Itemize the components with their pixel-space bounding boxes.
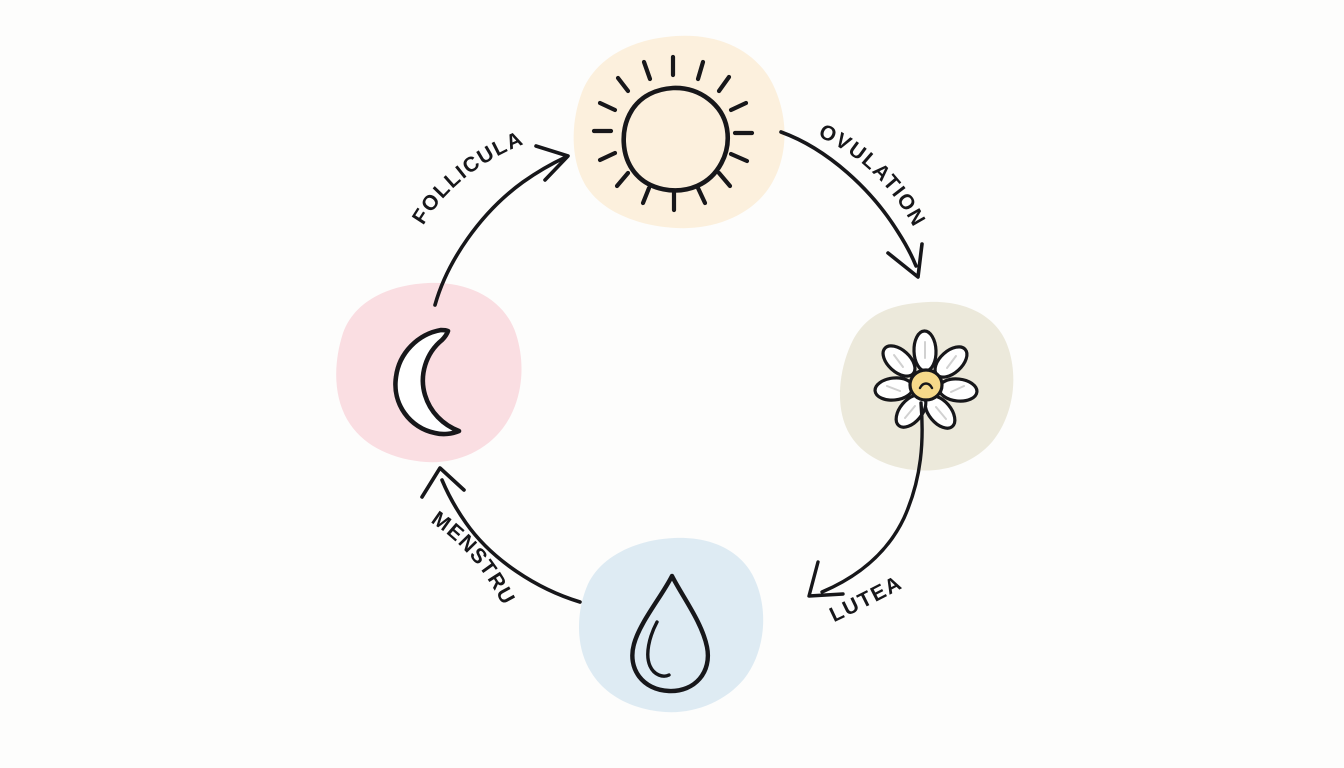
arc-label-ovulation-text: OVULATION bbox=[815, 120, 928, 231]
luteal-blob[interactable] bbox=[578, 537, 764, 713]
arrow-menstrual bbox=[420, 466, 582, 604]
arc-label-ovulation: OVULATION bbox=[815, 120, 930, 231]
svg-text:OVULATION: OVULATION bbox=[815, 120, 930, 231]
svg-text:FOLLICULAR: FOLLICULAR bbox=[0, 0, 527, 228]
arc-label-follicular-text: FOLLICULAR bbox=[0, 0, 526, 228]
arrow-ovulation bbox=[779, 130, 924, 279]
droplet-icon bbox=[630, 573, 711, 694]
moon-icon bbox=[393, 327, 462, 437]
flower-icon bbox=[873, 329, 979, 430]
arrow-luteal bbox=[807, 401, 924, 598]
sun-icon bbox=[591, 54, 755, 213]
svg-text:LUTEAL: LUTEAL bbox=[826, 571, 1344, 768]
arc-label-follicular: FOLLICULAR bbox=[0, 0, 527, 228]
arc-label-luteal: LUTEAL bbox=[826, 571, 1344, 768]
arc-label-luteal-text: LUTEAL bbox=[826, 571, 1344, 768]
menstrual-blob[interactable] bbox=[336, 282, 522, 463]
arrow-follicular bbox=[433, 144, 570, 307]
follicular-blob[interactable] bbox=[573, 35, 785, 229]
